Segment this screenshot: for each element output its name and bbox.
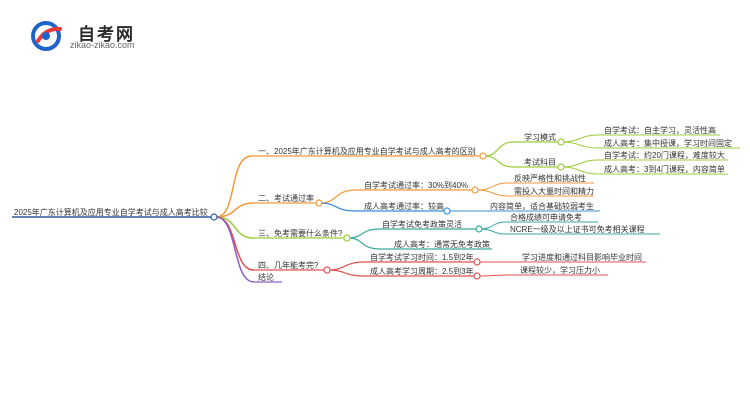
branch-4-child-1: 自学考试学习时间：1.5到2年 xyxy=(370,253,474,262)
branch-1-child-2: 考试科目 xyxy=(524,158,556,167)
branch-1-child-1: 学习模式 xyxy=(524,133,556,142)
site-logo[interactable]: 自考网 zikao-zikao.com xyxy=(30,18,140,58)
zikao-logo-icon xyxy=(31,21,62,51)
branch-2-leaf-2: 需投入大量时间和精力 xyxy=(514,187,594,196)
branch-2-child-2: 成人高考通过率：较高 xyxy=(364,202,444,211)
branch-2-child-1: 自学考试通过率：30%到40% xyxy=(364,181,469,190)
branch-2-leaf-3: 内容简单，适合基础较弱考生 xyxy=(490,202,594,211)
logo-title: 自考网 xyxy=(78,25,135,44)
branch-3-leaf-1: 合格成绩可申请免考 xyxy=(510,213,582,222)
branch-1-leaf-1: 自学考试：自主学习，灵活性高 xyxy=(604,126,716,135)
branch-3-child-2: 成人高考：通常无免考政策 xyxy=(394,240,490,249)
branch-4-child-2: 成人高考学习周期：2.5到3年 xyxy=(370,267,474,276)
branch-1-leaf-2: 成人高考：集中授课，学习时间固定 xyxy=(604,139,732,148)
branch-1-leaf-3: 自学考试：约20门课程，难度较大 xyxy=(604,151,725,160)
branch-3-leaf-2: NCRE一级及以上证书可免考相关课程 xyxy=(510,225,645,234)
logo-subtitle: zikao-zikao.com xyxy=(70,40,135,50)
branch-2-label: 二、考试通过率 xyxy=(258,194,314,203)
mindmap-root: 2025年广东计算机及应用专业自学考试与成人高考比较 xyxy=(14,208,208,217)
branch-5-label: 结论 xyxy=(258,273,274,282)
branch-4-leaf-2: 课程较少，学习压力小 xyxy=(520,266,600,275)
branch-4-label: 四、几年能考完? xyxy=(258,261,319,270)
branch-3-label: 三、免考需要什么条件? xyxy=(258,229,343,238)
branch-1-leaf-4: 成人高考：3到4门课程，内容简单 xyxy=(604,165,725,174)
branch-3-child-1: 自学考试免考政策灵活 xyxy=(382,220,462,229)
branch-1-label: 一、2025年广东计算机及应用专业自学考试与成人高考的区别 xyxy=(258,147,476,156)
branch-2-leaf-1: 反映严格性和挑战性 xyxy=(514,174,586,183)
branch-4-leaf-1: 学习进度和通过科目影响毕业时间 xyxy=(522,253,642,262)
